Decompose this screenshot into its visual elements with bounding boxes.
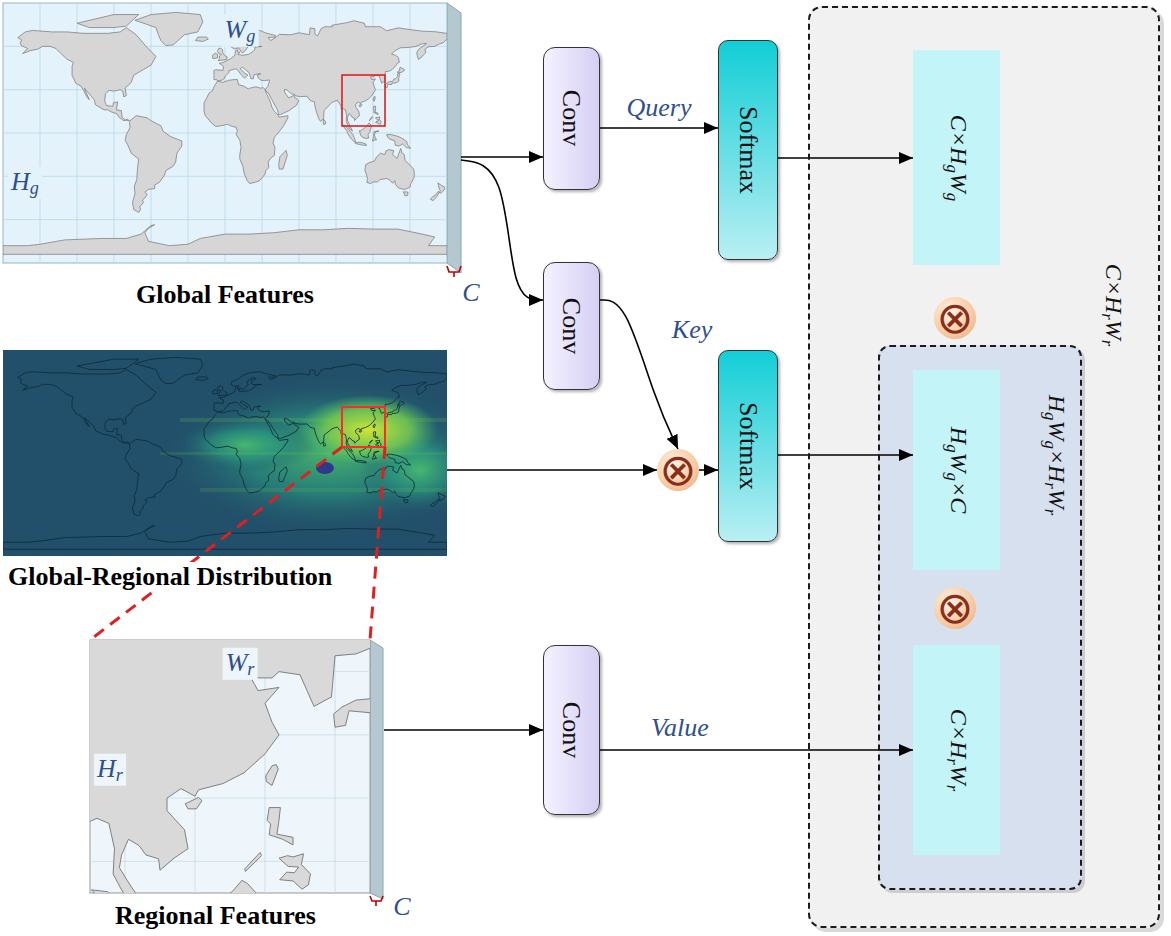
connector-arrow (447, 469, 657, 471)
multiply-operator: ⊗ (934, 587, 976, 629)
block-label: Conv (556, 297, 586, 353)
multiply-operator: ⊗ (657, 449, 699, 491)
connector-arrow (384, 729, 543, 731)
connector-arrow (778, 454, 913, 456)
connector-arrow (461, 156, 543, 158)
dimension-label: C×HrWr (1097, 264, 1127, 347)
channel-bracket (370, 896, 383, 906)
conv-block: Conv (543, 47, 600, 190)
dimension-label: Hg (8, 167, 42, 199)
map-grid (3, 3, 447, 263)
softmax-block: Softmax (718, 40, 778, 260)
connector-arrow (600, 300, 678, 449)
connector-arrow (600, 127, 718, 129)
channel-bracket (447, 266, 461, 277)
tensor-block: C×HrWr (913, 645, 1000, 855)
heatmap-streak (180, 418, 447, 422)
edge-label: Query (627, 93, 692, 123)
tensor-block: HgWg×C (913, 370, 1000, 570)
attention-container: HgWg×HrWr HgWg×C ⊗ C×HrWr (878, 345, 1082, 890)
connector-arrow (699, 469, 718, 471)
tensor-block: C×HgWg (913, 50, 1000, 265)
connector-arrow (778, 157, 913, 159)
dimension-label: C (462, 278, 479, 308)
dimension-label: C×HgWg (942, 114, 972, 200)
block-label: Softmax (733, 105, 763, 193)
container-fill (878, 345, 1082, 890)
dimension-label: HgWg×C (942, 427, 972, 513)
map-caption: Global Features (133, 280, 317, 310)
dimension-label: Wr (223, 648, 258, 680)
softmax-block: Softmax (718, 350, 778, 542)
block-label: Softmax (733, 401, 763, 489)
block-side-face (447, 3, 461, 273)
heatmap-field (160, 375, 447, 535)
world-map (3, 12, 447, 254)
multiply-operator: ⊗ (934, 297, 976, 339)
dimension-label: C (393, 892, 410, 922)
conv-block: Conv (543, 645, 600, 815)
dimension-label: Wg (222, 15, 259, 47)
dimension-label: HgWg×HrWr (1040, 395, 1070, 516)
conv-block: Conv (543, 262, 600, 390)
region-box (342, 75, 385, 126)
heatmap-field (175, 417, 315, 473)
container-fill (808, 6, 1160, 928)
dimension-label: Hr (94, 754, 126, 786)
map-caption: Global-Regional Distribution (5, 562, 335, 592)
heatmap-streak (200, 488, 447, 492)
feature-map: Global FeaturesWgHgC (3, 3, 461, 275)
heatmap-streak (160, 452, 447, 455)
attention-container: C×HrWr C×HgWg ⊗ HgWg×HrWr HgWg×C ⊗ C×HrWr (808, 6, 1160, 928)
block-label: Conv (556, 701, 586, 757)
dimension-label: C×HrWr (942, 709, 972, 792)
region-box (342, 407, 385, 447)
edge-label: Key (672, 315, 712, 345)
ocean-background (3, 3, 447, 263)
distribution-map: Global-Regional Distribution (3, 350, 447, 556)
edge-label: Value (651, 713, 709, 743)
zoom-line (90, 447, 385, 640)
operator-symbol: ⊗ (660, 449, 697, 491)
world-map-outline (3, 357, 447, 549)
connector-arrow (600, 749, 913, 751)
operator-symbol: ⊗ (937, 587, 974, 629)
map-caption: Regional Features (112, 901, 319, 931)
block-label: Conv (556, 90, 586, 146)
regional-map (90, 640, 370, 893)
operator-symbol: ⊗ (937, 297, 974, 339)
block-side-face (370, 640, 383, 899)
feature-map: Regional FeaturesWrHrC (90, 640, 384, 900)
